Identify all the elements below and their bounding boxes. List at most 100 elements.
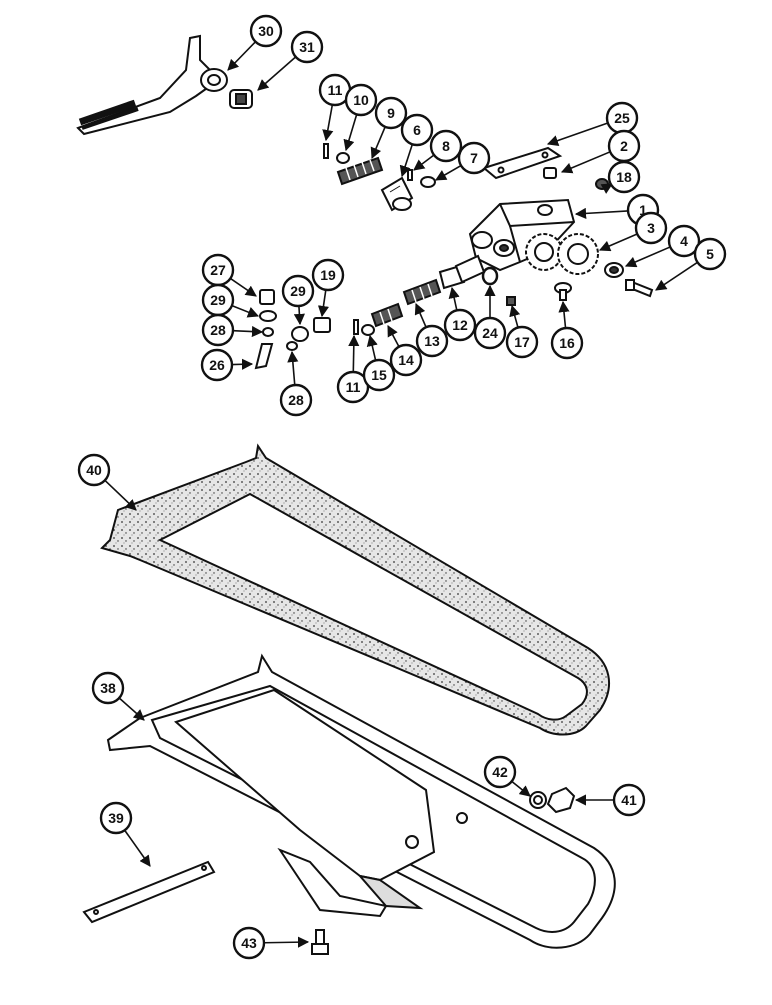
leader-line-30	[227, 41, 257, 71]
callout-circle	[200, 348, 234, 382]
callout-circle	[279, 383, 313, 417]
callout-40: 40	[77, 453, 111, 487]
spring-14	[370, 302, 404, 328]
callout-43: 43	[232, 926, 266, 960]
washer-42	[529, 791, 547, 809]
callout-number: 12	[452, 317, 468, 333]
callout-11: 11	[318, 73, 352, 107]
callout-number: 29	[290, 283, 306, 299]
callout-13: 13	[415, 324, 449, 358]
fitting-27	[259, 289, 275, 305]
leader-line-6	[399, 144, 414, 178]
callout-11: 11	[336, 370, 370, 404]
pin-11-lower	[353, 319, 359, 335]
callout-circle	[667, 224, 701, 258]
callout-17: 17	[505, 325, 539, 359]
plug-nut	[229, 89, 253, 109]
callout-circle	[201, 313, 235, 347]
washer-29b	[291, 326, 309, 342]
callout-number: 28	[288, 392, 304, 408]
washer-29a	[259, 310, 277, 322]
callout-number: 5	[706, 246, 714, 262]
washer-28a	[262, 327, 274, 337]
oil-pan-gasket	[100, 443, 610, 736]
callout-circle	[336, 370, 370, 404]
callout-circle	[389, 343, 423, 377]
callout-number: 9	[387, 105, 395, 121]
callout-circle	[550, 326, 584, 360]
leader-line-1	[574, 207, 629, 219]
callout-29: 29	[201, 283, 235, 317]
screw-16	[554, 282, 572, 301]
callout-number: 6	[413, 122, 421, 138]
callout-circle	[607, 160, 641, 194]
leader-line-29	[293, 305, 305, 326]
callout-29: 29	[281, 274, 315, 308]
callout-number: 39	[108, 810, 124, 826]
callout-24: 24	[473, 316, 507, 350]
callout-circle	[612, 783, 646, 817]
callout-circle	[415, 324, 449, 358]
callout-number: 18	[616, 169, 632, 185]
callout-circle	[99, 801, 133, 835]
bolt-43	[311, 929, 329, 955]
leader-line-19	[317, 289, 330, 318]
callout-number: 42	[492, 764, 508, 780]
callout-number: 38	[100, 680, 116, 696]
ring-7	[420, 176, 436, 188]
drive-gear-b	[557, 233, 599, 275]
callout-circle	[443, 308, 477, 342]
drive-gear-a	[525, 233, 563, 271]
callout-number: 11	[328, 82, 343, 98]
fitting-19	[313, 317, 331, 333]
callout-circle	[505, 325, 539, 359]
callout-circle	[473, 316, 507, 350]
callout-number: 4	[680, 233, 688, 249]
callout-14: 14	[389, 343, 423, 377]
callout-layer: 3031111096872521813452729291928262811151…	[77, 14, 727, 960]
callout-number: 11	[346, 379, 361, 395]
callout-number: 16	[559, 335, 575, 351]
callout-number: 25	[614, 110, 630, 126]
leader-line-11	[348, 334, 360, 373]
callout-circle	[290, 30, 324, 64]
bolt-4	[604, 262, 624, 278]
leader-line-11	[322, 104, 334, 142]
callout-7: 7	[457, 141, 491, 175]
leader-line-29	[231, 304, 260, 318]
callout-39: 39	[99, 801, 133, 835]
callout-41: 41	[612, 783, 646, 817]
leader-line-3	[598, 233, 638, 252]
callout-number: 43	[241, 935, 257, 951]
callout-38: 38	[91, 671, 125, 705]
callout-number: 28	[210, 322, 226, 338]
callout-25: 25	[605, 101, 639, 135]
callout-2: 2	[607, 129, 641, 163]
callout-19: 19	[311, 258, 345, 292]
callout-circle	[281, 274, 315, 308]
leader-line-16	[558, 300, 570, 329]
callout-26: 26	[200, 348, 234, 382]
callout-number: 10	[353, 92, 369, 108]
callout-number: 19	[320, 267, 336, 283]
callout-number: 26	[209, 357, 225, 373]
leader-line-42	[511, 780, 531, 797]
callout-6: 6	[400, 113, 434, 147]
leader-line-10	[343, 114, 358, 152]
plunger-6	[380, 176, 414, 212]
sleeve-main	[454, 254, 486, 284]
callout-circle	[91, 671, 125, 705]
callout-8: 8	[429, 129, 463, 163]
callout-number: 1	[639, 202, 647, 218]
leader-line-28	[287, 350, 299, 386]
plug-2	[543, 167, 557, 179]
oil-pan	[106, 653, 616, 949]
leader-line-5	[655, 261, 698, 291]
leader-line-38	[118, 697, 145, 721]
callout-circle	[362, 358, 396, 392]
callout-number: 8	[442, 138, 450, 154]
spring-13	[402, 278, 442, 306]
callout-number: 27	[210, 262, 226, 278]
callout-number: 14	[398, 352, 414, 368]
